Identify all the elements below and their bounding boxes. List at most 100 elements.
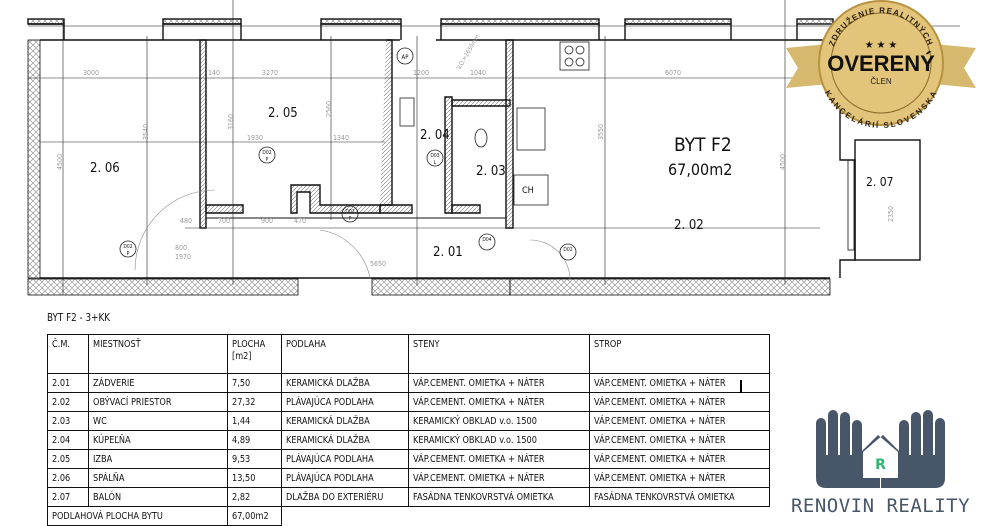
renovin-reality-logo: R RENOVIN REALITY (780, 400, 981, 517)
room-label-2-06: 2. 06 (90, 161, 120, 176)
table-cell: BALÓN (88, 487, 228, 507)
table-cell: VÁP.CEMENT. OMIETKA + NÁTER (588, 392, 771, 412)
door-tag: D03 (430, 153, 439, 159)
cell-text: IZBA (93, 453, 113, 465)
table-cell: KERAMICKÝ OBKLAD v.o. 1500 (408, 411, 590, 431)
cell-text: KÚPEĽŇA (93, 434, 131, 446)
dimension: 3000 (83, 69, 99, 77)
badge-main-text: OVERENÝ (827, 51, 935, 76)
fixtures (119, 41, 590, 261)
door-tag: D02 (262, 150, 271, 156)
dimension: 4500 (56, 154, 64, 170)
room-label-2-01: 2. 01 (433, 245, 463, 260)
dimension: V.O.=2650mm (456, 34, 482, 71)
table-cell: 27,32 (227, 392, 282, 412)
cell-text: KERAMICKÁ DLAŽBA (285, 377, 370, 389)
column-header: STENY (408, 334, 590, 374)
dimension: 800 (175, 244, 187, 252)
table-cell: 13,50 (227, 468, 282, 488)
table-cell: VÁP.CEMENT. OMIETKA + NÁTER (408, 468, 590, 488)
dimension: 3270 (262, 69, 278, 77)
dimension: 3550 (597, 124, 605, 140)
cell-text: 13,50 (232, 472, 256, 484)
column-header: STROP (588, 334, 771, 374)
table-cell: KERAMICKÝ OBKLAD v.o. 1500 (408, 430, 590, 450)
badge-sub-text: ČLEN (870, 77, 892, 86)
table-cell: 2.05 (47, 449, 89, 469)
dimension: 140 (208, 69, 220, 77)
cell-text: 1,44 (232, 415, 251, 427)
cell-text: ZÁDVERIE (93, 377, 135, 389)
table-cell: PLÁVAJÚCA PODLAHA (280, 392, 410, 412)
cell-text: WC (93, 415, 107, 427)
cell-text: 27,32 (232, 396, 256, 408)
hands-house-icon: R (816, 410, 945, 488)
door-tag: D01 (345, 209, 354, 215)
table-cell: VÁP.CEMENT. OMIETKA + NÁTER (588, 411, 771, 431)
table-cell: VÁP.CEMENT. OMIETKA + NÁTER (588, 373, 771, 393)
cell-text: VÁP.CEMENT. OMIETKA + NÁTER (593, 415, 726, 427)
cell-text: VÁP.CEMENT. OMIETKA + NÁTER (413, 453, 546, 465)
door-type: L (434, 160, 437, 166)
cell-text: SPÁLŇA (93, 472, 125, 484)
table-cell: KERAMICKÁ DLAŽBA (280, 411, 410, 431)
cell-text: 9,53 (232, 453, 251, 465)
stars-icon: ★ ★ ★ (865, 40, 897, 51)
cell-text: KERAMICKÁ DLAŽBA (285, 434, 370, 446)
door-tag: D02 (123, 244, 132, 250)
ap-symbol: AP (402, 54, 410, 61)
apartment-title: BYT F2 (674, 134, 732, 156)
table-cell: 2.01 (47, 373, 89, 393)
table-cell: 9,53 (227, 449, 282, 469)
dimension: 3540 (142, 124, 150, 140)
table-cell: 2.07 (47, 487, 89, 507)
logo-name: RENOVIN REALITY (790, 495, 971, 517)
apartment-area: 67,00m2 (668, 160, 732, 179)
room-schedule-table: Č.M. MIESTNOSŤ PLOCHA [m2] PODLAHA STENY… (47, 334, 771, 526)
cell-text: FASÁDNA TENKOVRSTVÁ OMIETKA (413, 491, 555, 503)
cell-text: KERAMICKÁ DLAŽBA (285, 415, 370, 427)
cell-text: 2.04 (52, 434, 71, 446)
walls (27, 18, 960, 296)
cell-text: KERAMICKÝ OBKLAD v.o. 1500 (413, 434, 538, 446)
chimney-label: CH (522, 186, 534, 196)
door-tag: D04 (482, 237, 491, 243)
table-cell: 4,89 (227, 430, 282, 450)
overeny-clen-badge: ZDRUŽENIE REALITNÝCH KANCELÁRIÍ SLOVENSK… (786, 0, 976, 130)
table-cell: VÁP.CEMENT. OMIETKA + NÁTER (408, 449, 590, 469)
cell-text: VÁP.CEMENT. OMIETKA + NÁTER (593, 472, 726, 484)
dimension: 1970 (175, 253, 191, 261)
cell-text: VÁP.CEMENT. OMIETKA + NÁTER (593, 434, 726, 446)
table-cell: DLAŽBA DO EXTERIÉRU (280, 487, 410, 507)
table-cell: OBÝVACÍ PRIESTOR (88, 392, 228, 412)
room-label-2-07: 2. 07 (866, 175, 893, 189)
ribbon-right (934, 44, 976, 88)
cell-text: 2,82 (232, 491, 251, 503)
room-label-2-04: 2. 04 (420, 128, 450, 143)
cell-text: 2.07 (52, 491, 71, 503)
dimension: 1930 (247, 134, 263, 142)
column-header: MIESTNOSŤ (88, 334, 228, 374)
text-cursor (740, 380, 742, 393)
cell-text: KERAMICKÝ OBKLAD v.o. 1500 (413, 415, 538, 427)
table-cell: 2.04 (47, 430, 89, 450)
cell-text: DLAŽBA DO EXTERIÉRU (285, 491, 384, 503)
room-label-2-03: 2. 03 (476, 164, 506, 179)
cell-text: PLÁVAJÚCA PODLAHA (285, 453, 374, 465)
cell-text: VÁP.CEMENT. OMIETKA + NÁTER (413, 472, 546, 484)
dimension: 2560 (325, 101, 333, 117)
door-type: P (127, 251, 130, 257)
table-cell: VÁP.CEMENT. OMIETKA + NÁTER (588, 468, 771, 488)
table-cell: FASÁDNA TENKOVRSTVÁ OMIETKA (588, 487, 771, 507)
dimension: 5650 (370, 260, 386, 268)
room-label-2-02: 2. 02 (674, 218, 704, 233)
cell-text: VÁP.CEMENT. OMIETKA + NÁTER (593, 453, 726, 465)
column-header: Č.M. (47, 334, 89, 374)
table-row: 2.05 IZBA 9,53 PLÁVAJÚCA PODLAHA VÁP.CEMENT.… (47, 449, 771, 469)
table-cell: PLÁVAJÚCA PODLAHA (280, 468, 410, 488)
dimension: 2350 (887, 206, 895, 222)
